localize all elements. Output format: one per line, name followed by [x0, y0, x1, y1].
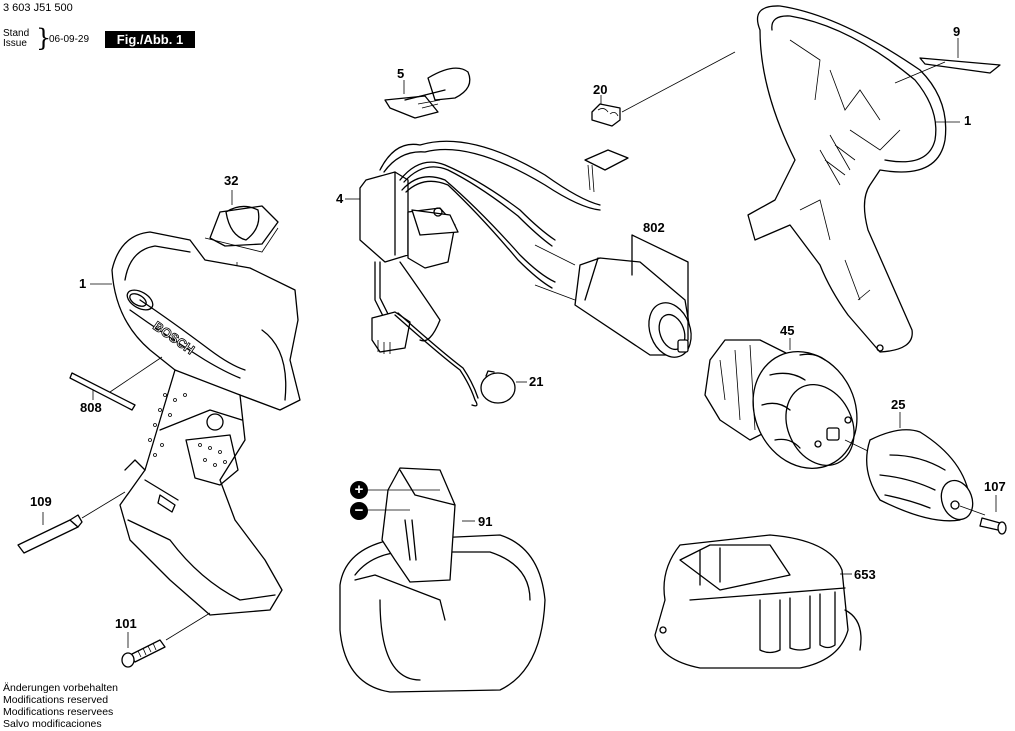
- footer-notice: Änderungen vorbehalten Modifications res…: [3, 682, 118, 730]
- slide-drawing: [591, 51, 736, 127]
- label-9-drawing: [894, 38, 1001, 84]
- part-label-107: 107: [984, 479, 1006, 494]
- part-label-109: 109: [30, 494, 52, 509]
- part-label-21: 21: [529, 374, 544, 389]
- part-label-1-left: 1: [79, 276, 87, 291]
- chuck-drawing: [866, 412, 986, 522]
- part-label-20: 20: [593, 82, 608, 97]
- part-label-653: 653: [854, 567, 876, 582]
- part-label-4: 4: [336, 191, 344, 206]
- housing-left-drawing: BOSCH: [90, 231, 301, 411]
- issue-date: 06-09-29: [49, 34, 90, 45]
- positive-terminal-icon: +: [350, 481, 368, 499]
- part-label-9: 9: [953, 24, 961, 39]
- negative-terminal-icon: −: [350, 502, 368, 520]
- footer-line-es: Salvo modificaciones: [3, 718, 102, 730]
- part-label-25: 25: [891, 397, 906, 412]
- charger-drawing: [654, 534, 862, 669]
- stand-issue-label: Stand Issue: [3, 29, 29, 49]
- grip-texture: [148, 393, 227, 467]
- footer-line-en: Modifications reserved: [3, 694, 109, 706]
- switch-drawing: [345, 140, 629, 407]
- part-label-91: 91: [478, 514, 493, 529]
- switch-button-drawing: [384, 67, 471, 119]
- part-label-1-right: 1: [964, 113, 972, 128]
- label-808-drawing: [69, 356, 163, 411]
- bit-drawing: [17, 491, 126, 554]
- gearbox-drawing: [704, 338, 871, 469]
- magnet-drawing: [480, 370, 527, 404]
- part-label-808: 808: [80, 400, 102, 415]
- brace-symbol: }: [36, 24, 52, 52]
- part-label-101: 101: [115, 616, 137, 631]
- footer-line-fr: Modifications reservees: [3, 706, 114, 718]
- part-label-5: 5: [397, 66, 405, 81]
- part-label-32: 32: [224, 173, 239, 188]
- part-label-45: 45: [780, 323, 795, 338]
- motor-drawing: [534, 234, 692, 358]
- handle-grip-drawing: [119, 369, 283, 616]
- cover-drawing: [204, 190, 279, 285]
- document-number: 3 603 J51 500: [3, 2, 73, 14]
- figure-label: Fig./Abb. 1: [105, 31, 195, 48]
- footer-line-de: Änderungen vorbehalten: [3, 682, 119, 694]
- part-label-802: 802: [643, 220, 665, 235]
- housing-right-drawing: [747, 5, 960, 353]
- stand-label: Stand: [3, 28, 30, 39]
- battery-drawing: [339, 467, 546, 693]
- screw-107-drawing: [979, 495, 1007, 535]
- screw-101-drawing: [121, 612, 211, 668]
- issue-label: Issue: [3, 38, 27, 49]
